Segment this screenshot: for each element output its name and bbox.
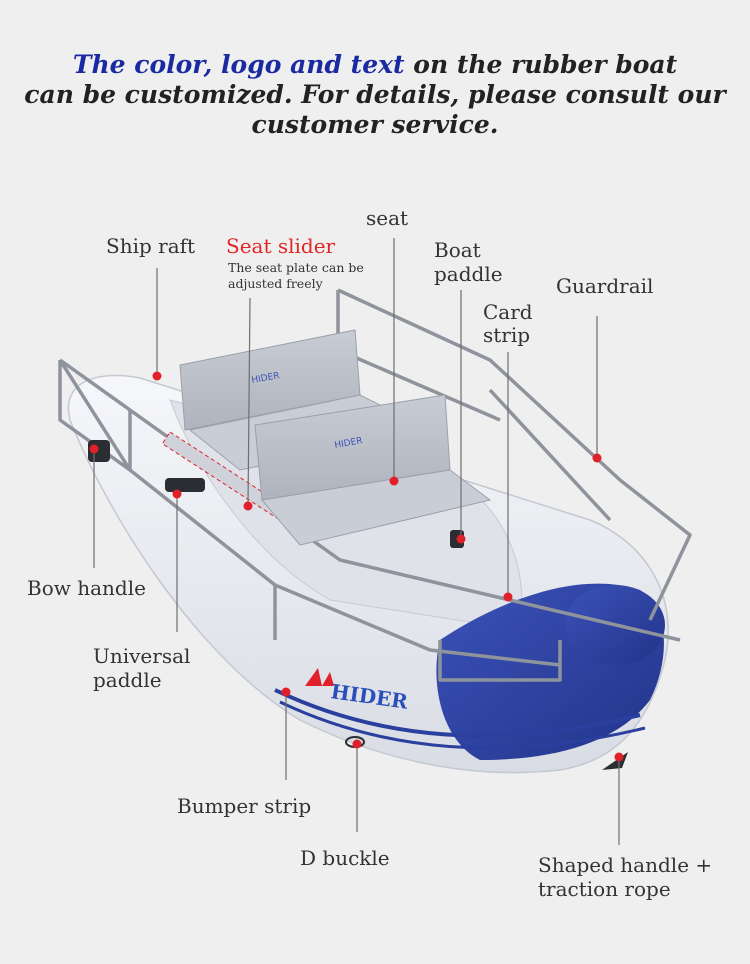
label-card-strip-1: Card xyxy=(483,300,533,324)
label-ship-raft: Ship raft xyxy=(106,234,196,258)
label-boat-paddle-1: Boat xyxy=(434,238,481,262)
marker-ship-raft xyxy=(152,371,162,381)
guardrail-frame xyxy=(58,288,692,682)
headline-line-1-rest: on the rubber boat xyxy=(404,50,678,79)
label-shaped-handle-2: traction rope xyxy=(538,877,671,901)
front-seat xyxy=(254,394,492,546)
marker-boat-paddle xyxy=(456,534,466,544)
headline-line-1: The color, logo and text on the rubber b… xyxy=(0,50,750,80)
marker-universal-paddle xyxy=(172,489,182,499)
label-universal-paddle-1: Universal xyxy=(93,644,191,668)
front-seat-brand: HIDER xyxy=(334,436,364,451)
marker-bumper-strip xyxy=(281,687,291,697)
headline-line-2: can be customized. For details, please c… xyxy=(24,80,726,109)
marker-bow-handle xyxy=(89,444,99,454)
marker-card-strip xyxy=(503,592,513,602)
label-bow-handle: Bow handle xyxy=(27,576,146,600)
markers xyxy=(89,371,624,762)
label-guardrail: Guardrail xyxy=(556,274,654,298)
rear-seat-brand: HIDER xyxy=(251,371,281,386)
label-card-strip-2: strip xyxy=(483,323,531,347)
label-seat: seat xyxy=(366,206,409,230)
label-seat-slider-note-1: The seat plate can be xyxy=(228,260,364,275)
shaped-handle-hardware xyxy=(602,752,628,770)
label-boat-paddle-2: paddle xyxy=(434,262,503,286)
marker-seat xyxy=(389,476,399,486)
leader-lines xyxy=(93,238,620,845)
label-seat-slider: Seat slider xyxy=(226,234,336,258)
headline-highlight: The color, logo and text xyxy=(72,50,405,79)
label-seat-slider-note-2: adjusted freely xyxy=(228,276,323,291)
marker-shaped-handle xyxy=(614,752,624,762)
label-universal-paddle-2: paddle xyxy=(93,668,162,692)
marker-guardrail xyxy=(592,453,602,463)
label-d-buckle: D buckle xyxy=(300,846,390,870)
label-shaped-handle-1: Shaped handle + xyxy=(538,853,713,877)
headline-line-3: customer service. xyxy=(251,110,499,139)
headline: The color, logo and text on the rubber b… xyxy=(0,50,750,140)
universal-paddle-hardware xyxy=(165,478,205,492)
marker-d-buckle xyxy=(352,739,362,749)
marker-seat-slider xyxy=(243,501,253,511)
label-bumper-strip: Bumper strip xyxy=(177,794,312,818)
